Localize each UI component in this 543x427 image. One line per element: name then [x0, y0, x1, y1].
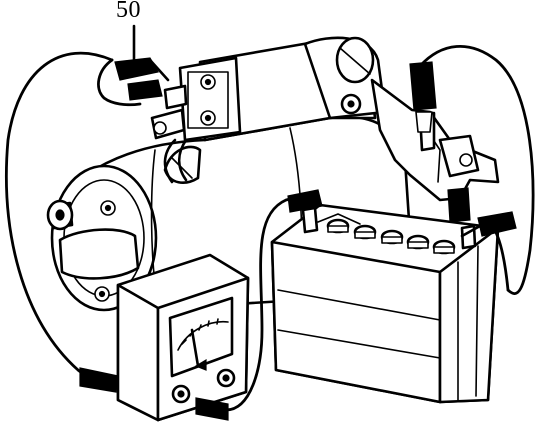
starter-motor [46, 115, 412, 312]
clip-drive-end [409, 61, 437, 133]
clip-battery-positive [287, 189, 323, 213]
callout-label-50: 50 [116, 0, 141, 23]
alligator-clips [79, 57, 517, 421]
solenoid [150, 36, 387, 184]
drive-end-bracket [370, 78, 500, 202]
voltmeter [116, 253, 250, 422]
clip-voltmeter-left [79, 367, 119, 393]
battery [270, 203, 500, 404]
clip-50 [114, 57, 170, 101]
clip-voltmeter-right [195, 397, 229, 421]
clip-ground [447, 187, 471, 223]
clip-battery-negative [460, 211, 517, 238]
battery-cell-caps [326, 218, 456, 255]
